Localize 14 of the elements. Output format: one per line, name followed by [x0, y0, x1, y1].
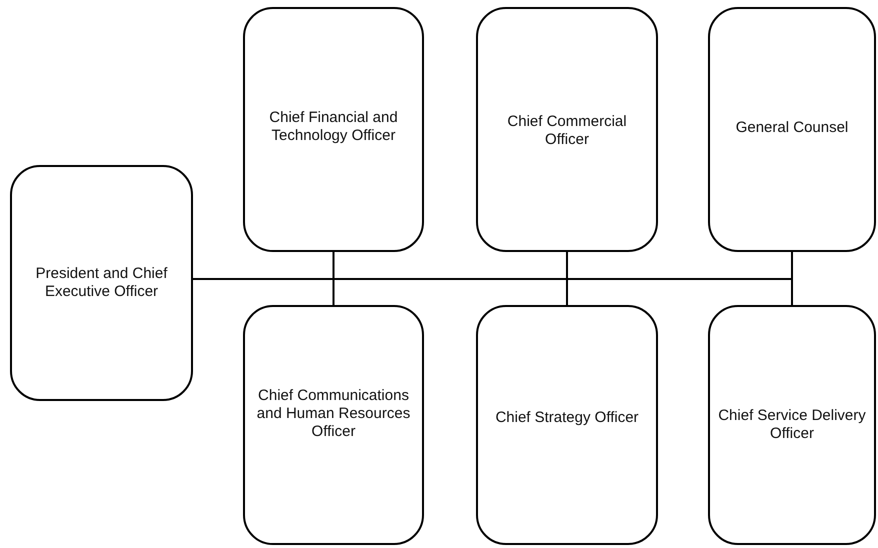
role-title: General Counsel — [736, 119, 848, 137]
role-title: Chief Strategy Officer — [495, 409, 639, 427]
role-title: Chief Commercial Officer — [506, 113, 628, 149]
role-box — [476, 305, 658, 545]
role-title: Chief Service Delivery Officer — [718, 407, 866, 443]
role-title: Chief Communications and Human Resources Officer — [256, 387, 412, 441]
role-title: Chief Financial and Technology Officer — [268, 109, 399, 145]
role-box — [243, 7, 424, 252]
role-box — [708, 305, 876, 545]
role-box — [10, 165, 193, 401]
role-box — [476, 7, 658, 252]
role-box — [243, 305, 424, 545]
role-box — [708, 7, 876, 252]
role-title: President and Chief Executive Officer — [34, 265, 168, 301]
